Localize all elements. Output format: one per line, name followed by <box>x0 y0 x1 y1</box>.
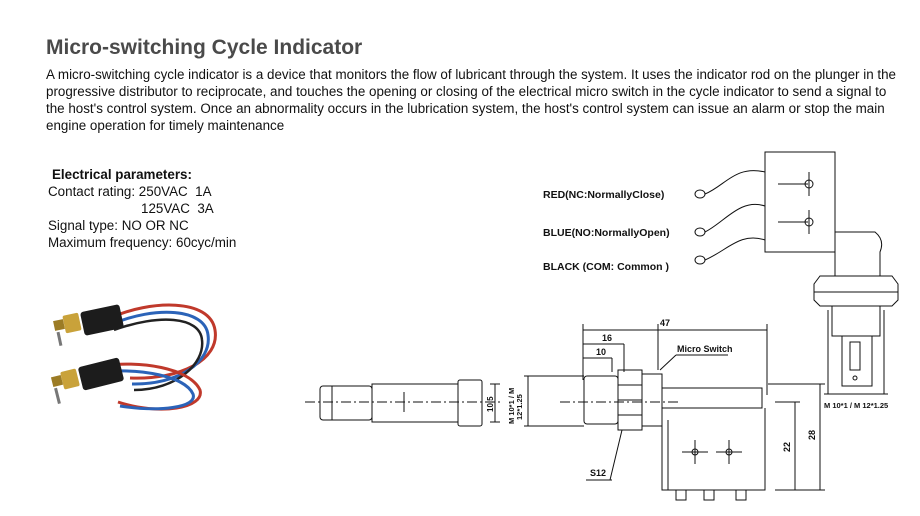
dimension-10: 10 <box>596 347 606 357</box>
dimension-22: 22 <box>782 442 792 452</box>
dimension-47: 47 <box>660 318 670 328</box>
thread-label-left-line-2: 12*1.25 <box>515 394 524 420</box>
parameters-heading: Electrical parameters: <box>52 167 192 182</box>
contact-rating-line-2: 125VAC 3A <box>48 201 214 216</box>
dimension-10-5: 10.5 <box>486 396 495 412</box>
wire-label-red: RED(NC:NormallyClose) <box>543 189 664 201</box>
electrical-parameters: Electrical parameters: Contact rating: 2… <box>48 166 236 251</box>
wire-label-black: BLACK (COM: Common ) <box>543 261 669 273</box>
product-photo <box>50 303 217 411</box>
max-frequency-line: Maximum frequency: 60cyc/min <box>48 235 237 250</box>
thread-label-left-line-1: M 10*1 / M <box>507 388 516 424</box>
signal-type-line: Signal type: NO OR NC <box>48 218 189 233</box>
page-title: Micro-switching Cycle Indicator <box>46 36 363 59</box>
thread-label-right: M 10*1 / M 12*1.25 <box>824 401 888 410</box>
description-paragraph: A micro-switching cycle indicator is a d… <box>46 67 896 133</box>
contact-rating-line-1: Contact rating: 250VAC 1A <box>48 184 212 199</box>
wire-label-blue: BLUE(NO:NormallyOpen) <box>543 227 670 239</box>
s12-label: S12 <box>590 468 606 478</box>
switch-box <box>764 151 836 253</box>
micro-switch-label: Micro Switch <box>677 344 733 354</box>
dimension-16: 16 <box>602 333 612 343</box>
dimension-28: 28 <box>807 430 817 440</box>
